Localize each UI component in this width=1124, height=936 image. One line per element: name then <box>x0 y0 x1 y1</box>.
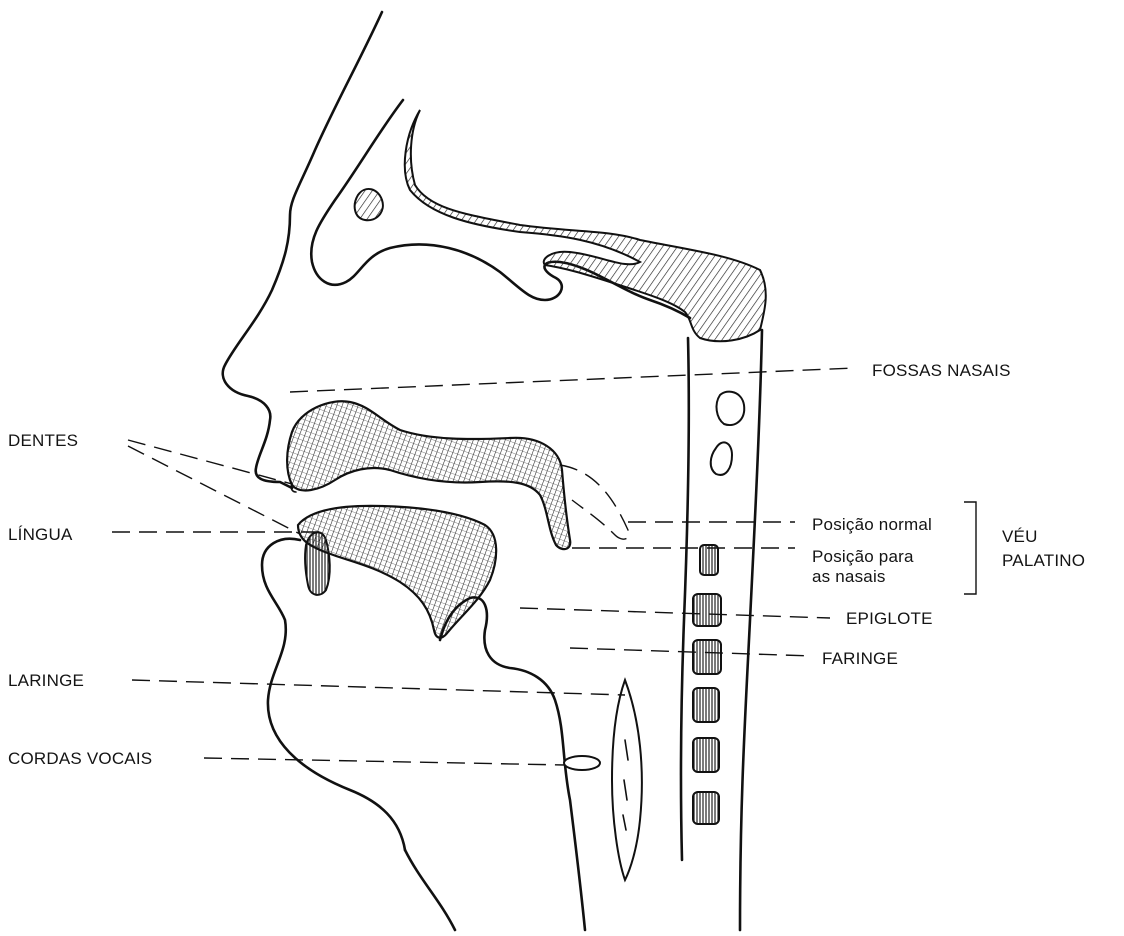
neck-front <box>405 850 455 930</box>
leader-cordas-vocais <box>204 758 565 765</box>
vertebra-8 <box>693 792 719 824</box>
label-dentes: DENTES <box>8 431 78 450</box>
vertebra-3 <box>700 545 718 575</box>
label-faringe: FARINGE <box>822 649 898 668</box>
leader-epiglote <box>520 608 830 618</box>
thyroid-cartilage <box>612 680 642 880</box>
label-fossas-nasais: FOSSAS NASAIS <box>872 361 1011 380</box>
leader-faringe <box>570 648 812 656</box>
lower-lip-chin <box>262 539 405 850</box>
leader-fossas-nasais <box>290 368 855 392</box>
vertebra-2 <box>711 442 732 475</box>
label-lingua: LÍNGUA <box>8 525 73 544</box>
leader-laringe <box>132 680 625 695</box>
spine-right-edge <box>740 330 762 930</box>
vocal-cords <box>564 756 600 770</box>
pharynx-back-wall <box>681 338 689 860</box>
vertebra-7 <box>693 738 719 772</box>
label-palatino: PALATINO <box>1002 551 1085 570</box>
veu-bracket <box>964 502 976 594</box>
leader-dentes-1 <box>128 440 292 484</box>
leader-dentes-2 <box>128 446 300 534</box>
label-epiglote: EPIGLOTE <box>846 609 933 628</box>
nasal-bone-shape <box>355 189 383 220</box>
vertebra-4 <box>693 594 721 626</box>
label-posicao-normal: Posição normal <box>812 515 932 534</box>
vertebra-1 <box>717 392 745 425</box>
label-posicao-para: Posição para <box>812 547 914 566</box>
skull-base <box>405 110 766 341</box>
label-veu: VÉU <box>1002 527 1038 546</box>
vertebra-6 <box>693 688 719 722</box>
velum-nasal-position <box>560 465 629 539</box>
label-cordas-vocais: CORDAS VOCAIS <box>8 749 152 768</box>
vertebra-5 <box>693 640 721 674</box>
label-as-nasais: as nasais <box>812 567 886 586</box>
label-laringe: LARINGE <box>8 671 84 690</box>
